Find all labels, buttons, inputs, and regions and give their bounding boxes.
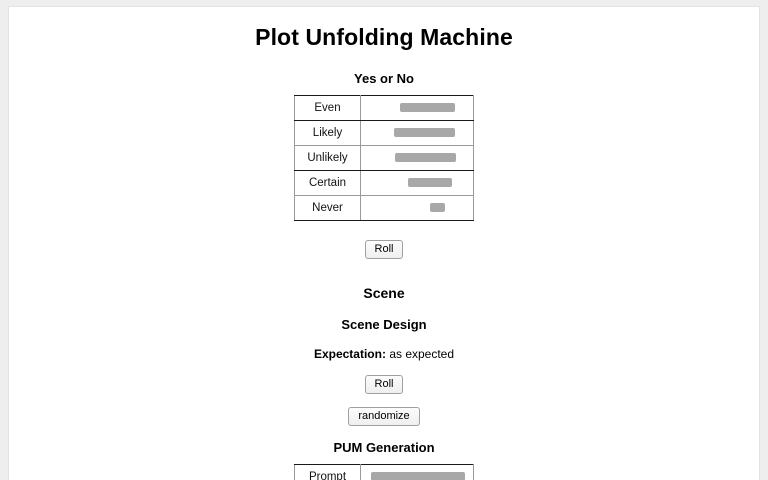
yes-or-no-row-label: Certain — [294, 170, 361, 196]
scene-heading: Scene — [363, 285, 405, 301]
yes-or-no-row-label: Even — [294, 95, 361, 121]
yes-or-no-row-value — [360, 145, 474, 171]
placeholder-bar — [407, 178, 452, 188]
page-title: Plot Unfolding Machine — [255, 24, 513, 50]
randomize-wrap: randomize — [9, 406, 759, 426]
yes-or-no-row-value — [360, 170, 474, 196]
table-row: Even — [294, 95, 474, 121]
yes-or-no-row-label: Unlikely — [294, 145, 361, 171]
placeholder-bar — [370, 472, 465, 480]
placeholder-bar — [394, 128, 455, 138]
yes-or-no-row-label: Never — [294, 195, 361, 221]
placeholder-bar — [394, 153, 456, 163]
yes-or-no-roll-button[interactable]: Roll — [364, 240, 404, 259]
yes-or-no-row-value — [360, 95, 474, 121]
yes-or-no-row-label: Likely — [294, 120, 361, 146]
pum-generation-table: PromptRiskActivityCatalystCircumstanceCh… — [294, 464, 474, 480]
placeholder-bar — [400, 103, 455, 113]
pum-generation-table-body: PromptRiskActivityCatalystCircumstanceCh… — [294, 464, 474, 480]
scene-design-heading: Scene Design — [341, 317, 427, 332]
table-row: Unlikely — [294, 145, 474, 171]
pum-row-label: Prompt — [294, 464, 361, 480]
expectation-line: Expectation: as expected — [9, 347, 759, 361]
placeholder-bar — [429, 203, 445, 213]
yes-or-no-heading: Yes or No — [354, 71, 414, 86]
pum-row-value — [360, 464, 474, 480]
yes-or-no-row-value — [360, 120, 474, 146]
table-row: Never — [294, 195, 474, 221]
scene-roll-button[interactable]: Roll — [364, 375, 404, 394]
yes-or-no-roll-wrap: Roll — [9, 239, 759, 259]
expectation-value: as expected — [389, 347, 455, 361]
randomize-button[interactable]: randomize — [348, 407, 420, 426]
table-row: Prompt — [294, 464, 474, 480]
yes-or-no-row-value — [360, 195, 474, 221]
pum-generation-heading: PUM Generation — [333, 440, 435, 455]
table-row: Certain — [294, 170, 474, 196]
scene-roll-wrap: Roll — [9, 374, 759, 394]
expectation-label: Expectation: — [313, 347, 386, 361]
table-row: Likely — [294, 120, 474, 146]
